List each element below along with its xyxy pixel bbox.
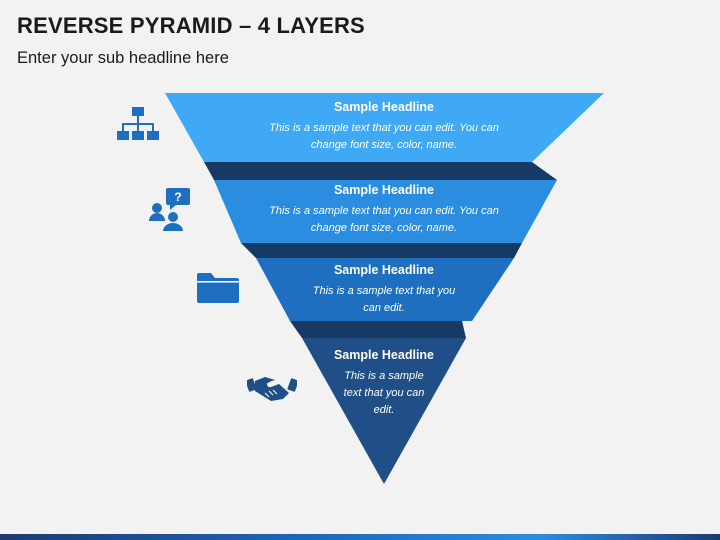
people-question-icon: ?: [149, 188, 190, 231]
layer-3-headline: Sample Headline: [333, 263, 435, 277]
layer-1-headline: Sample Headline: [333, 100, 435, 114]
layer-3-body: This is a sample text that you can edit.: [312, 285, 456, 314]
layer-2-side-shadow: [241, 243, 522, 258]
layer-4-text: Sample Headline This is a sample text th…: [324, 348, 444, 419]
layer-2-headline: Sample Headline: [333, 183, 435, 197]
layer-3-text: Sample Headline This is a sample text th…: [306, 263, 462, 317]
layer-1-band: [165, 93, 604, 162]
layer-1-body: This is a sample text that you can edit.…: [269, 122, 499, 151]
layer-2-body: This is a sample text that you can edit.…: [269, 205, 499, 234]
layer-2-band: [214, 180, 557, 243]
layer-3-band: [256, 258, 514, 321]
svg-text:?: ?: [174, 190, 181, 204]
layer-3-side-shadow: [290, 321, 466, 338]
handshake-icon: [247, 377, 297, 401]
layer-1-text: Sample Headline This is a sample text th…: [250, 100, 518, 154]
layer-4-body: This is a sample text that you can edit.: [343, 370, 425, 416]
org-chart-icon: [117, 107, 159, 140]
layer-4-triangle: [302, 338, 466, 484]
bottom-accent-bar: [0, 534, 720, 540]
slide-subtitle: Enter your sub headline here: [17, 49, 229, 67]
layer-2-text: Sample Headline This is a sample text th…: [252, 183, 516, 237]
folder-icon: [197, 273, 239, 303]
layer-1-side-shadow: [204, 162, 557, 180]
slide-title: REVERSE PYRAMID – 4 LAYERS: [17, 13, 365, 38]
layer-4-headline: Sample Headline: [333, 348, 435, 362]
